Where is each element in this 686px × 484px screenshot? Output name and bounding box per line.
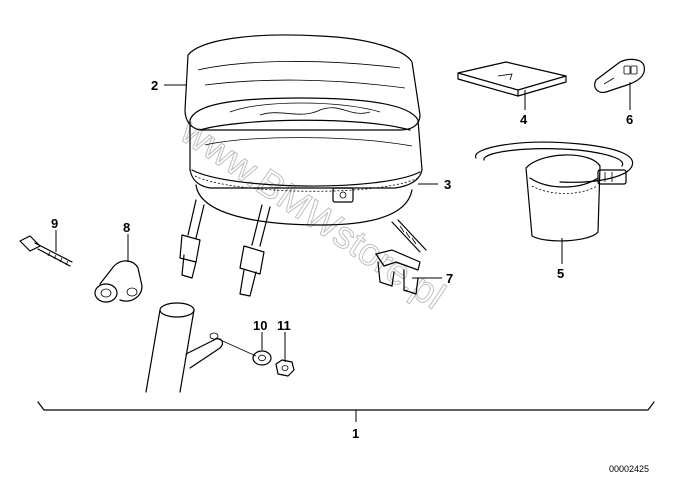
callout-5: 5	[557, 266, 564, 281]
nut-drawing	[275, 359, 295, 377]
bracket-drawing	[375, 249, 421, 295]
bolt-drawing	[19, 235, 73, 267]
callout-10: 10	[253, 318, 267, 333]
washer-drawing	[252, 350, 272, 366]
belt-pouch-drawing	[475, 141, 634, 242]
manual-booklet-drawing	[457, 61, 567, 97]
leader-lines	[55, 82, 631, 362]
callout-6: 6	[626, 112, 633, 127]
callout-2: 2	[151, 78, 158, 93]
frame-tube-drawing	[145, 302, 257, 393]
callout-3: 3	[444, 177, 451, 192]
clamp-drawing	[94, 260, 143, 303]
callout-4: 4	[520, 112, 528, 127]
assembly-brace	[37, 401, 655, 422]
watermark: www.BMWstore.pl	[172, 110, 452, 318]
callout-8: 8	[123, 220, 130, 235]
key-fob-drawing	[594, 58, 645, 93]
drawing-number: 00002425	[609, 464, 649, 474]
callout-1: 1	[352, 426, 359, 441]
callout-9: 9	[51, 216, 58, 231]
callout-11: 11	[277, 318, 291, 333]
tank-bag-drawing	[179, 34, 427, 297]
callout-7: 7	[446, 271, 453, 286]
